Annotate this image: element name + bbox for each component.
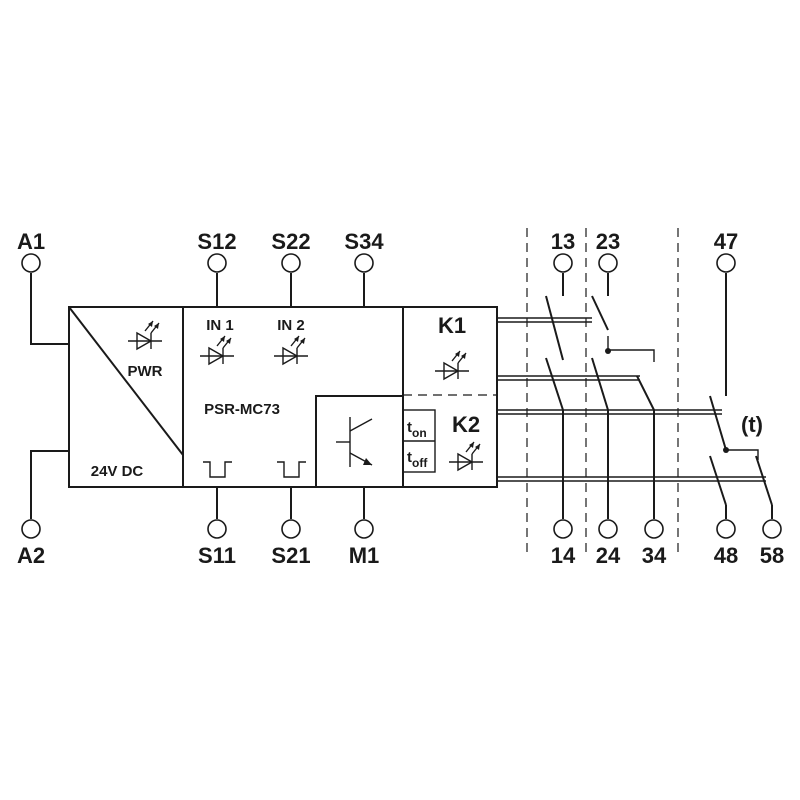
in1-label: IN 1 — [206, 317, 234, 334]
pwr-label: PWR — [128, 363, 163, 380]
transistor-box — [315, 395, 404, 488]
s11-label: S11 — [198, 543, 236, 568]
model-label: PSR-MC73 — [204, 401, 280, 418]
s21-terminal-icon — [281, 519, 301, 539]
t47-terminal-icon — [716, 253, 736, 273]
in2-led-icon — [274, 335, 308, 366]
k1-led-icon — [435, 350, 469, 381]
t47-label: 47 — [714, 229, 738, 254]
relay-module — [68, 306, 498, 488]
t34-terminal-icon — [644, 519, 664, 539]
a1-wire — [30, 273, 69, 345]
t34-label: 34 — [642, 543, 667, 568]
t24-terminal-icon — [598, 519, 618, 539]
t48-label: 48 — [714, 543, 738, 568]
k2-led-icon — [449, 441, 483, 472]
s11-pulse-icon — [203, 461, 232, 478]
m1-terminal-icon — [354, 519, 374, 539]
s11-terminal-icon — [207, 519, 227, 539]
relay-contacts — [497, 273, 773, 519]
k2-label: K2 — [452, 412, 480, 437]
s22-terminal-icon — [281, 253, 301, 273]
t23-terminal-icon — [598, 253, 618, 273]
t13-terminal-icon — [553, 253, 573, 273]
delay-label: (t) — [741, 412, 763, 437]
s21-label: S21 — [271, 543, 310, 568]
s12-label: S12 — [197, 229, 236, 254]
pwr-led-icon — [128, 320, 162, 351]
a2-label: A2 — [17, 543, 45, 568]
a1-terminal-icon — [21, 253, 41, 273]
t48-terminal-icon — [716, 519, 736, 539]
power-supply-diagonal — [68, 306, 184, 456]
toff-label: toff — [407, 449, 428, 470]
t13-label: 13 — [551, 229, 575, 254]
ton-label: ton — [407, 419, 427, 440]
s34-terminal-icon — [354, 253, 374, 273]
m1-label: M1 — [349, 543, 380, 568]
a2-wire — [30, 450, 69, 519]
t58-label: 58 — [760, 543, 784, 568]
s12-terminal-icon — [207, 253, 227, 273]
a2-terminal-icon — [21, 519, 41, 539]
k1-label: K1 — [438, 313, 466, 338]
t14-label: 14 — [551, 543, 576, 568]
in1-led-icon — [200, 335, 234, 366]
s34-label: S34 — [344, 229, 384, 254]
t58-terminal-icon — [762, 519, 782, 539]
supply-label: 24V DC — [91, 463, 144, 480]
in2-label: IN 2 — [277, 317, 305, 334]
s22-label: S22 — [271, 229, 310, 254]
s21-pulse-icon — [277, 461, 306, 478]
transistor-icon — [336, 417, 373, 467]
a1-label: A1 — [17, 229, 45, 254]
t14-terminal-icon — [553, 519, 573, 539]
module-outline — [68, 306, 498, 488]
t24-label: 24 — [596, 543, 621, 568]
t23-label: 23 — [596, 229, 620, 254]
